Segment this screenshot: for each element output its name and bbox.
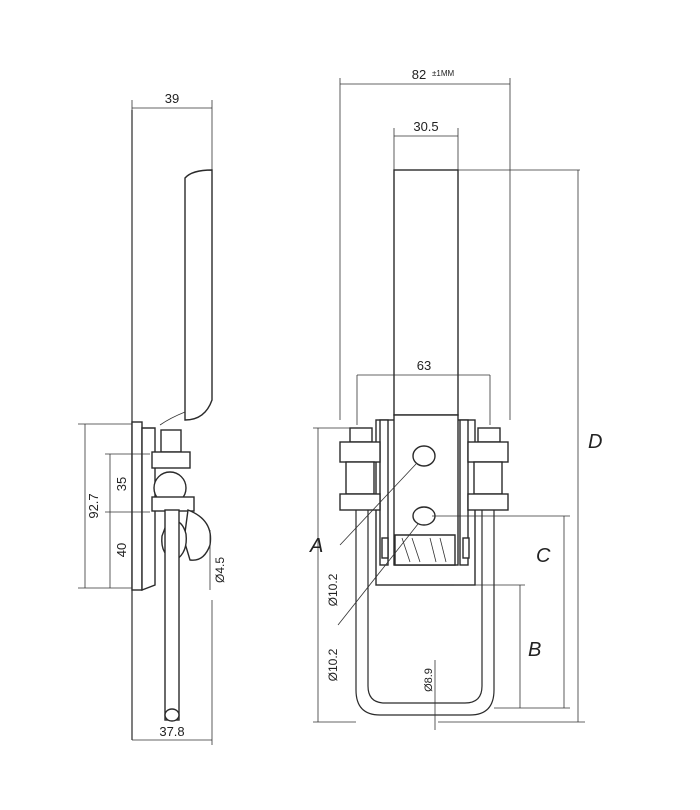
side-width-top: 39	[165, 91, 179, 106]
side-pin-dia: Ø4.5	[213, 557, 227, 583]
front-strap-width: 30.5	[413, 119, 438, 134]
label-c: C	[536, 545, 551, 567]
side-view: 39 92.7 35 40 Ø4.5	[78, 91, 227, 745]
lower-hole	[412, 506, 436, 526]
side-upper-seg: 35	[114, 477, 129, 491]
left-bolt	[339, 427, 381, 511]
front-overall-width: 82	[412, 67, 426, 82]
u-rod	[355, 510, 495, 716]
label-d: D	[588, 431, 602, 453]
front-bolt-spacing: 63	[417, 358, 431, 373]
side-rod	[164, 509, 180, 721]
side-strap	[184, 169, 213, 421]
lower-hole-dia: Ø10.2	[326, 648, 340, 681]
rod-dia: Ø8.9	[423, 668, 435, 692]
upper-hole	[412, 445, 436, 467]
side-width-bottom: 37.8	[159, 724, 184, 739]
label-b: B	[528, 639, 541, 661]
front-strap	[393, 169, 459, 416]
label-a: A	[309, 535, 323, 557]
side-lower-seg: 40	[114, 543, 129, 557]
side-height-total: 92.7	[86, 493, 101, 518]
right-bolt	[467, 427, 509, 511]
side-mount-plate	[131, 421, 143, 591]
upper-hole-dia: Ø10.2	[326, 573, 340, 606]
latch-mechanism	[394, 534, 456, 566]
front-overall-tol: ±1MM	[432, 69, 455, 78]
front-view: 82 ±1MM 30.5 63	[309, 67, 602, 730]
